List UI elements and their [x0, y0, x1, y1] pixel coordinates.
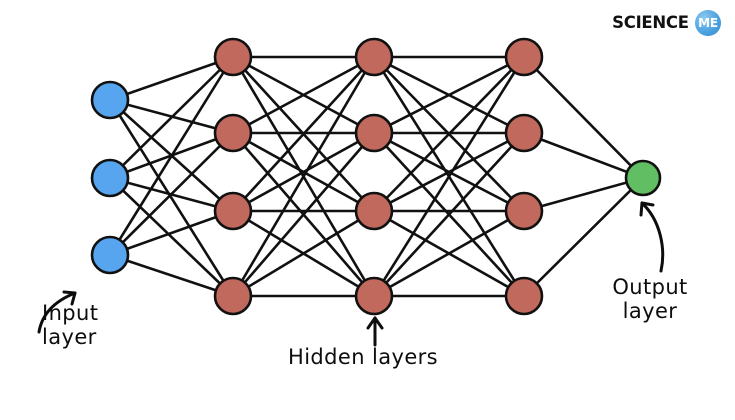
- output-arrow: [639, 201, 665, 273]
- network-edge: [522, 176, 645, 298]
- network-edge: [231, 131, 376, 298]
- network-edge: [372, 55, 526, 213]
- network-edge: [372, 131, 526, 213]
- network-node-hidden-2-3: [354, 191, 394, 231]
- network-node-input-2: [90, 158, 130, 198]
- network-edges: [108, 55, 645, 298]
- network-edge: [522, 176, 645, 213]
- network-edge: [108, 131, 235, 257]
- brand-wordmark: SCIENCE: [612, 12, 689, 33]
- brand-logo: SCIENCE ME: [611, 10, 721, 36]
- network-node-hidden-1-3: [213, 191, 253, 231]
- hidden-arrow: [366, 316, 384, 347]
- network-node-hidden-3-2: [504, 113, 544, 153]
- network-edge: [231, 55, 376, 213]
- network-node-hidden-2-1: [354, 37, 394, 77]
- output-layer-label-line1: Output: [612, 275, 688, 299]
- output-layer-label-line2: layer: [622, 298, 678, 323]
- network-edge: [372, 55, 526, 298]
- brand-badge-label: ME: [698, 16, 718, 30]
- network-node-hidden-3-1: [504, 37, 544, 77]
- network-node-input-1: [90, 80, 130, 120]
- input-arrow: [37, 290, 77, 334]
- network-edge: [231, 131, 376, 213]
- network-edge: [372, 209, 526, 298]
- network-edge: [108, 253, 235, 298]
- network-node-output-1: [624, 159, 662, 197]
- network-edge: [372, 131, 526, 298]
- hidden-layers-label: Hidden layers: [288, 345, 439, 369]
- network-node-input-3: [90, 235, 130, 275]
- network-edge: [231, 55, 376, 135]
- input-layer-label-line1: Input: [42, 301, 99, 325]
- network-edge: [372, 55, 526, 135]
- network-nodes: [90, 37, 662, 316]
- network-node-hidden-2-4: [354, 276, 394, 316]
- network-edge: [108, 209, 235, 257]
- network-edge: [108, 55, 235, 180]
- network-node-hidden-1-2: [213, 113, 253, 153]
- network-node-hidden-1-4: [213, 276, 253, 316]
- network-node-hidden-3-3: [504, 191, 544, 231]
- network-node-hidden-1-1: [213, 37, 253, 77]
- network-edge: [108, 98, 235, 298]
- network-edge: [231, 209, 376, 298]
- network-edge: [108, 176, 235, 298]
- network-edge: [108, 55, 235, 257]
- network-edge: [231, 55, 376, 298]
- network-node-hidden-2-2: [354, 113, 394, 153]
- brand-badge-icon: ME: [695, 10, 721, 36]
- input-layer-label-line2: layer: [42, 324, 97, 349]
- network-node-hidden-3-4: [504, 276, 544, 316]
- network-edge: [522, 131, 645, 180]
- network-edge: [522, 55, 645, 180]
- network-edge: [108, 55, 235, 102]
